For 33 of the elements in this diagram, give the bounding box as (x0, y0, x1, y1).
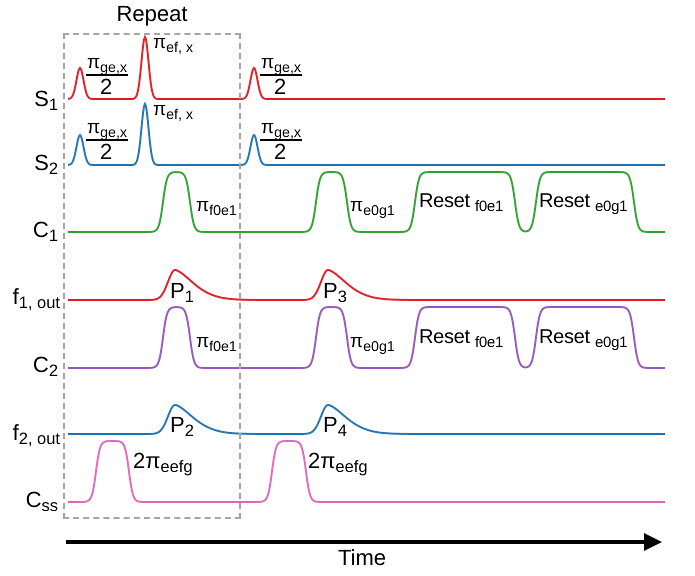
pulse-label: π$_{f0e1}$ (196, 331, 237, 353)
pulse-label: Reset $_{f0e1}$ (419, 189, 504, 213)
pulse-label: P$_{2}$ (170, 412, 194, 438)
pulse-label: π$_{ef, x}$ (153, 32, 194, 54)
channel-label: C$_{ss}$ (26, 487, 58, 513)
fraction-denominator: 2 (100, 76, 112, 98)
fraction-denominator: 2 (274, 76, 286, 98)
pulse-label: π$_{ge,x}$ (86, 52, 128, 76)
fraction-denominator: 2 (274, 141, 286, 163)
channel-label: f$_{2, out}$ (12, 420, 60, 446)
pulse-label: 2π$_{eefg}$ (133, 448, 193, 474)
pulse-label: 2π$_{eefg}$ (308, 448, 368, 474)
pulse-label: π$_{e0g1}$ (350, 331, 395, 353)
pulse-label: P$_{4}$ (323, 412, 347, 438)
fraction-denominator: 2 (100, 141, 112, 163)
pulse-label: π$_{e0g1}$ (350, 195, 395, 217)
axis-label: Time (338, 545, 386, 571)
pulse-label: Reset $_{e0g1}$ (539, 189, 628, 213)
pulse-label: Reset $_{e0g1}$ (539, 325, 628, 349)
pulse-label: π$_{ge,x}$ (260, 117, 302, 141)
channel-label: S$_{1}$ (34, 86, 58, 112)
pulse-label: P$_{3}$ (323, 278, 347, 304)
pulse-label: π$_{ef, x}$ (153, 99, 194, 121)
pulse-label: P$_{1}$ (170, 278, 194, 304)
region-heading: Repeat (116, 1, 188, 27)
channel-label: C$_{1}$ (32, 217, 58, 243)
pulse-label: π$_{ge,x}$ (260, 52, 302, 76)
channel-label: C$_{2}$ (32, 352, 58, 378)
channel-label: f$_{1, out}$ (12, 284, 60, 310)
pulse-label: π$_{f0e1}$ (196, 195, 237, 217)
pulse-label: π$_{ge,x}$ (86, 117, 128, 141)
pulse-label: Reset $_{f0e1}$ (419, 325, 504, 349)
channel-label: S$_{2}$ (34, 150, 58, 176)
